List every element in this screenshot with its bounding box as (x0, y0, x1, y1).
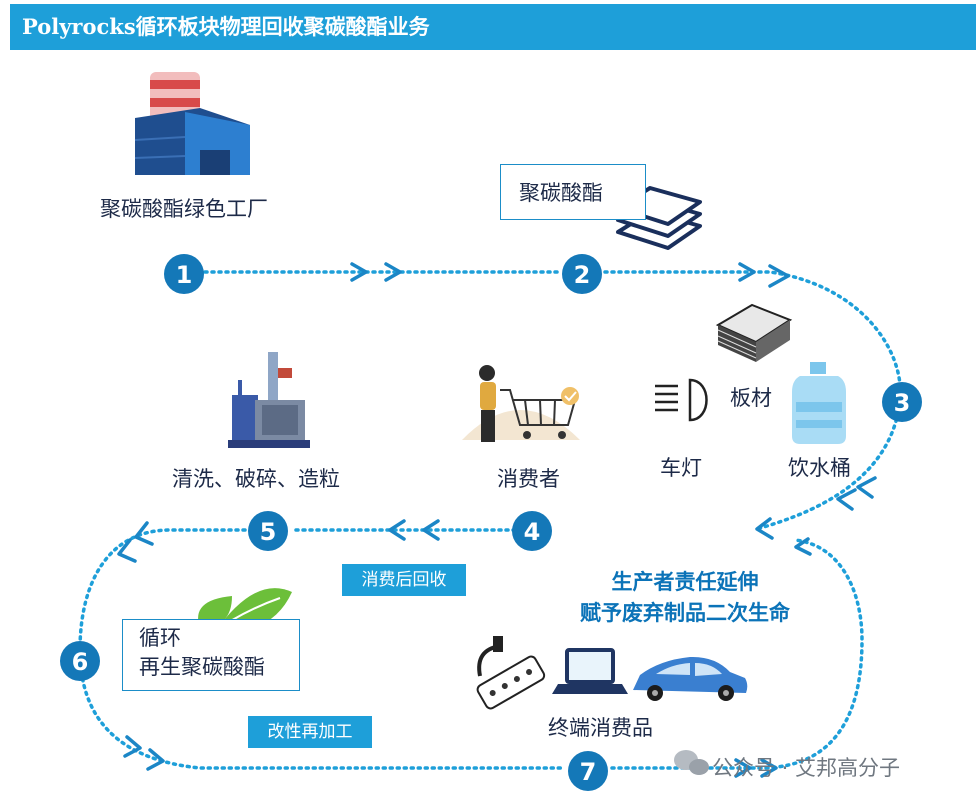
step-7-circle (568, 751, 608, 791)
step-circles (60, 254, 922, 791)
wechat-icon (674, 750, 709, 775)
recycled-pc-line1: 循环 (139, 626, 181, 650)
epr-text-line1: 生产者责任延伸 (611, 570, 759, 594)
factory-icon (134, 72, 250, 175)
sheet-stack-icon (715, 303, 793, 362)
shopping-cart-icon (462, 365, 580, 442)
flow-arrows (117, 262, 877, 778)
step-5-number: 5 (260, 518, 277, 546)
crusher-machine-icon (228, 352, 310, 448)
power-strip-icon (476, 636, 546, 710)
laptop-icon (552, 648, 628, 694)
step-1-number: 1 (176, 261, 193, 289)
consumer-label: 消费者 (497, 467, 560, 491)
epr-text-line2: 赋予废弃制品二次生命 (580, 601, 790, 625)
water-bucket-label: 饮水桶 (788, 456, 851, 480)
polycarbonate-label: 聚碳酸酯 (519, 181, 603, 205)
watermark: 公众号 · 艾邦高分子 (712, 756, 901, 780)
washing-label: 清洗、破碎、造粒 (172, 467, 340, 491)
modification-tag: 改性再加工 (248, 716, 372, 748)
step-7-number: 7 (580, 758, 597, 786)
water-bottle-icon (792, 362, 846, 444)
step-3-number: 3 (894, 389, 911, 417)
car-icon (633, 656, 748, 701)
step-4-circle (512, 511, 552, 551)
end-products-label: 终端消费品 (548, 716, 653, 740)
step-5-circle (248, 511, 288, 551)
step-3-circle (882, 382, 922, 422)
headlight-label: 车灯 (660, 456, 702, 480)
step-6-circle (60, 641, 100, 681)
factory-label: 聚碳酸酯绿色工厂 (100, 197, 268, 221)
post-consumer-tag: 消费后回收 (342, 564, 466, 596)
recycled-pc-line2: 再生聚碳酸酯 (139, 655, 265, 679)
sheet-label: 板材 (730, 386, 772, 410)
step-2-circle (562, 254, 602, 294)
step-1-circle (164, 254, 204, 294)
step-4-number: 4 (524, 518, 541, 546)
headlight-icon (655, 378, 708, 422)
step-2-number: 2 (574, 261, 591, 289)
step-6-number: 6 (72, 648, 89, 676)
page-title: Polyrocks循环板块物理回收聚碳酸酯业务 (10, 4, 976, 50)
step-numbers: 1 2 3 4 5 6 7 (72, 261, 911, 786)
polycarbonate-box: 聚碳酸酯 (500, 164, 646, 220)
recycled-pc-box: 循环 再生聚碳酸酯 (122, 619, 300, 691)
